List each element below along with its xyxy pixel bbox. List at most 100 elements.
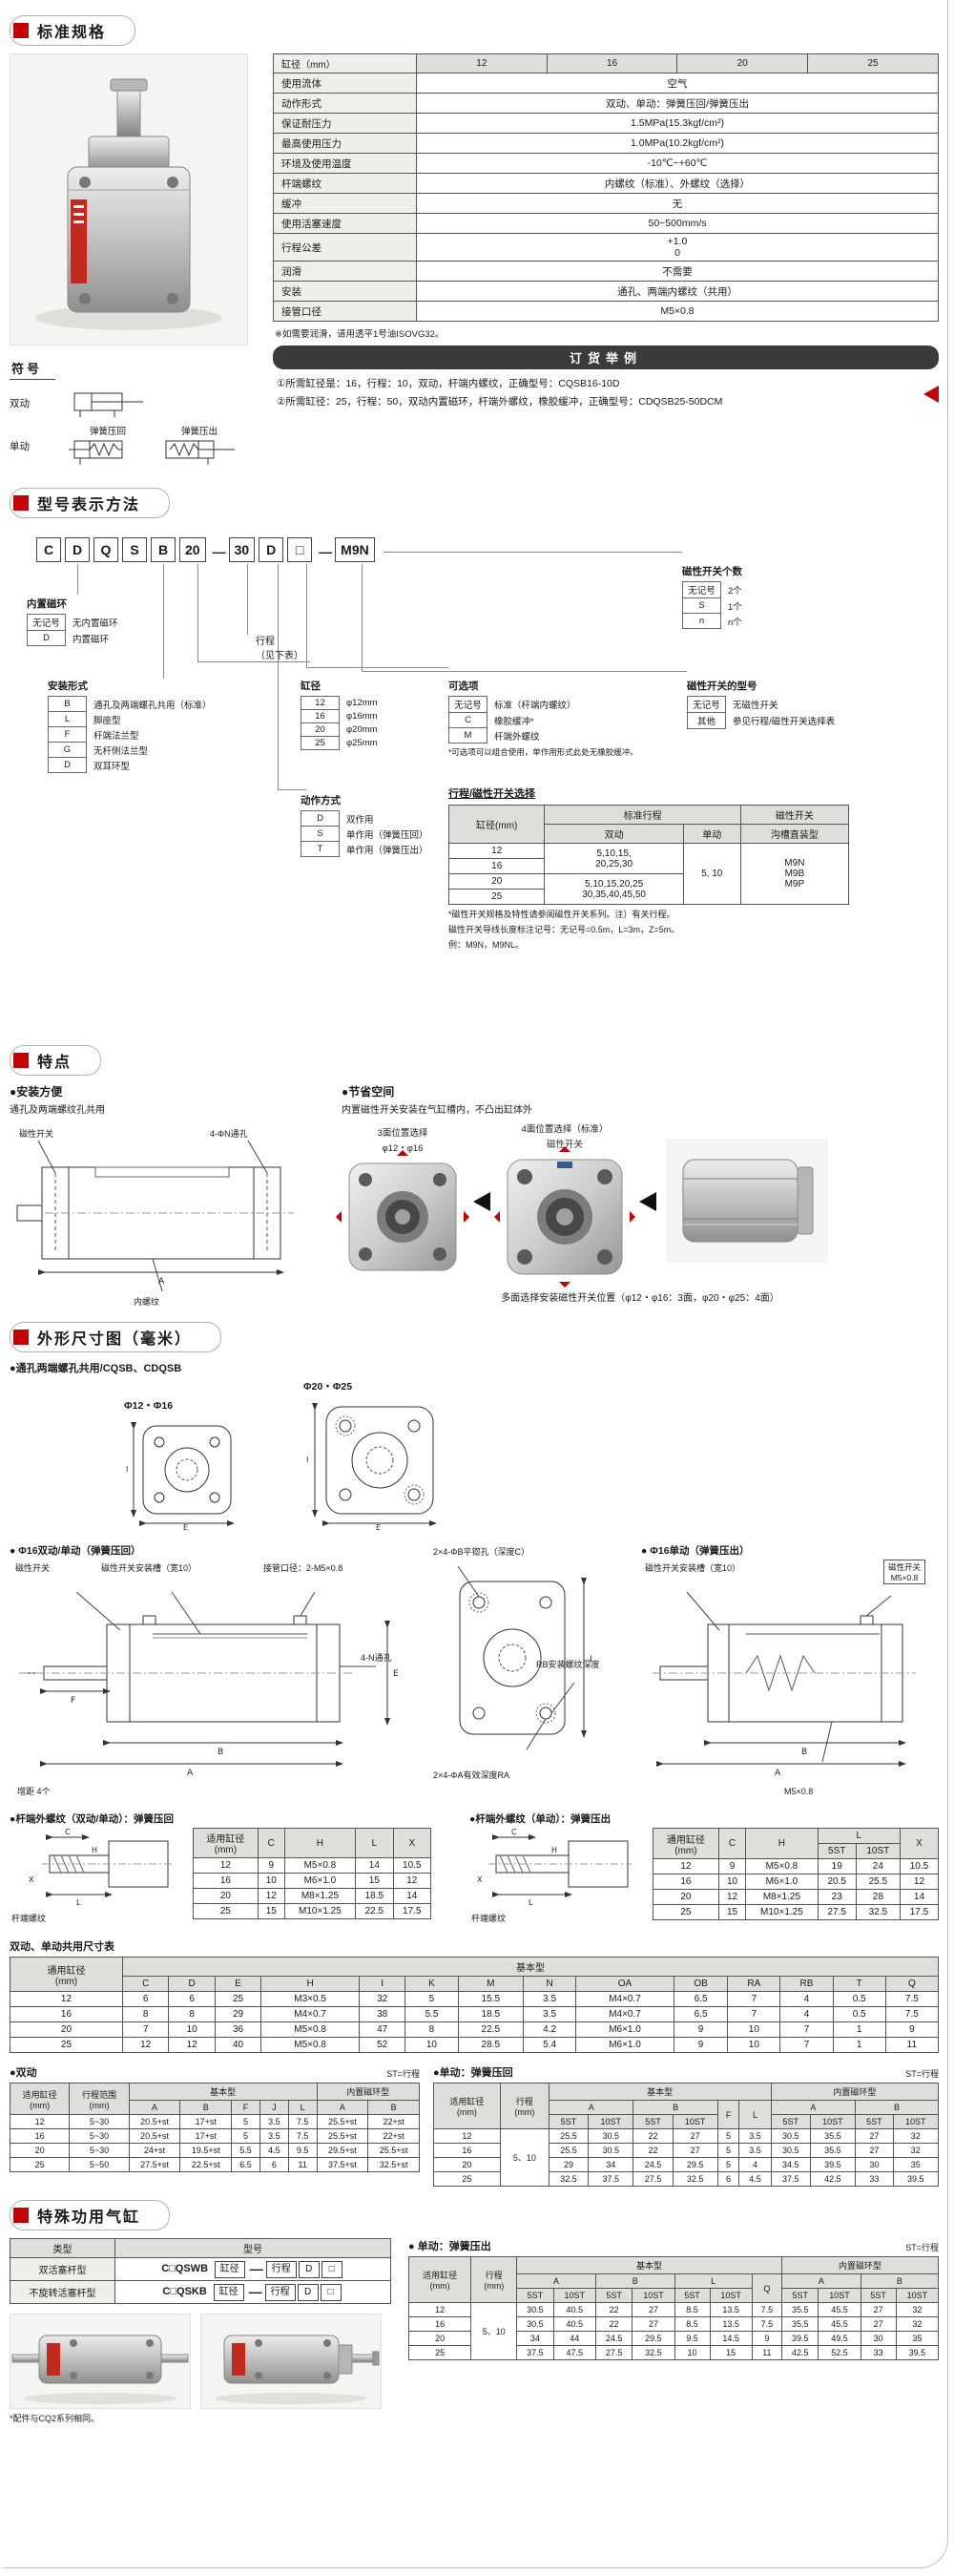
table-cell: 11: [884, 2037, 940, 2053]
table-cell: 34.5: [770, 2157, 811, 2172]
table-cell: M5×0.8: [260, 2037, 360, 2053]
table-cell: 5、10: [470, 2302, 518, 2360]
push-table-title: ● 单动：弹簧压出: [408, 2241, 491, 2252]
ordering-example-1: ①所需缸径是：16，行程：10，双动，杆端内螺纹，正确型号：CQSB16-10D: [277, 378, 620, 389]
table-header-cell: 25: [807, 53, 939, 73]
table-cell: 14: [355, 1857, 394, 1874]
table-cell: D: [27, 630, 66, 646]
table-header-cell: F: [231, 2100, 260, 2115]
table-cell: 14: [392, 1888, 432, 1904]
specs-row: 符号 双动 单动 弹簧压回: [10, 53, 939, 474]
red-arrow-icon: [559, 1141, 570, 1152]
table-cell: 17+st: [179, 2114, 233, 2129]
table-cell: 接管口径: [273, 301, 417, 322]
table-cell: 27: [632, 2316, 675, 2332]
special-title: 特殊功用气缸: [37, 2209, 141, 2226]
table-header-cell: L: [355, 1828, 394, 1858]
install-drawing: 磁性开关 4-ΦN通孔 内螺纹: [10, 1121, 315, 1309]
table-header-cell: 标准行程: [544, 805, 741, 825]
symbols-title: 符号: [10, 359, 56, 380]
black-arrow-icon: [473, 1192, 490, 1211]
special-photos: [10, 2314, 391, 2409]
type-name-cell: 不旋转活塞杆型: [10, 2280, 115, 2304]
table-cell: 25: [214, 1991, 262, 2007]
side-double-block: ● Φ16双动/单动（弹簧压回） 磁性开关 磁性开关安装槽（宽10） 接管口径：…: [10, 1543, 420, 1800]
symbol-label-return: 弹簧压回: [89, 427, 126, 437]
table-cell: 12: [168, 2037, 216, 2053]
red-arrow-icon: [488, 1211, 500, 1223]
table-cell: 1.0MPa(10.2kgf/cm²): [416, 133, 939, 154]
detail-drawing: 2×4-ΦB平锪孔（深度C） 2×4-ΦA有效深度RA RB安装螺纹深度: [431, 1543, 630, 1784]
table-cell: 32: [358, 1991, 406, 2007]
table-cell: 0.5: [832, 2006, 886, 2022]
table-cell: 16: [10, 2006, 123, 2022]
table-cell: 20: [653, 1889, 719, 1905]
feature-subtext: 通孔及两端螺纹孔共用: [10, 1105, 105, 1116]
table-header-cell: 内置磁环型: [770, 2083, 940, 2101]
table-cell: 5.4: [523, 2037, 577, 2053]
table-header-cell: 20: [676, 53, 809, 73]
table-cell: 4.5: [738, 2171, 772, 2187]
table-cell: 双耳环型: [93, 761, 131, 772]
table-cell: 12: [447, 843, 546, 859]
table-header-cell: 5ST: [860, 2288, 897, 2303]
table-cell: 27.5: [633, 2171, 674, 2187]
features-title: 特点: [37, 1055, 73, 1071]
table-header-cell: B: [855, 2100, 939, 2115]
table-header-cell: A: [316, 2100, 369, 2115]
table-cell: M5×0.8: [283, 1857, 357, 1874]
product-label: [71, 199, 87, 283]
model-code-box: 30: [228, 537, 256, 562]
face-large-label: Φ20・Φ25: [303, 1381, 353, 1393]
table-header-cell: A: [128, 2100, 181, 2115]
photo-4face: 4面位置选择（标准） 磁性开关: [494, 1121, 635, 1288]
svg-text:I: I: [306, 1456, 308, 1464]
table-cell: 30.5: [516, 2316, 554, 2332]
feature-subtext: 内置磁性开关安装在气缸槽内，不凸出缸体外: [342, 1105, 532, 1116]
face-large-block: Φ20・Φ25 E I: [303, 1379, 456, 1534]
table-cell: 12: [193, 1857, 259, 1874]
face-small-block: Φ12・Φ16 E I: [124, 1398, 246, 1534]
table-cell: 16: [447, 858, 546, 874]
table-row: 动作形式双动、单动：弹簧压回/弹簧压出: [273, 93, 939, 114]
table-cell: G: [48, 742, 87, 758]
callout-holes: 4-ΦN通孔: [210, 1129, 248, 1139]
table-cell: 10: [404, 2037, 459, 2053]
table-cell: 20.5+st: [128, 2114, 181, 2129]
table-cell: B: [48, 696, 87, 712]
table-header-cell: OA: [575, 1976, 674, 1992]
table-cell: 30.5: [588, 2143, 634, 2158]
table-cell: 27: [672, 2143, 718, 2158]
table-header-cell: 5ST: [674, 2288, 711, 2303]
table-cell: 3.5: [259, 2128, 289, 2144]
svg-text:E: E: [376, 1523, 381, 1531]
rod-thread-art: C L H X: [29, 1828, 172, 1907]
symbol-double-acting: 双动: [10, 387, 259, 418]
table-cell: 25.5: [548, 2143, 590, 2158]
table-cell: 3.5: [523, 2006, 577, 2022]
anno-title: 磁性开关个数: [682, 566, 742, 577]
table-cell: 37.5: [516, 2345, 554, 2360]
specs-left-column: 符号 双动 单动 弹簧压回: [10, 53, 259, 474]
table-header-cell: 基本型: [128, 2083, 318, 2101]
table-cell: 20: [10, 2021, 123, 2038]
table-header-cell: OB: [673, 1976, 729, 1992]
table-header-cell: B: [179, 2100, 233, 2115]
table-cell: 29.5: [632, 2331, 675, 2346]
table-cell: 无记号: [448, 696, 487, 713]
table-cell: 杆端外螺纹: [494, 731, 540, 743]
table-cell: 4: [738, 2157, 772, 2172]
table-header-cell: F: [716, 2100, 740, 2129]
spring-extend-symbol-icon: [165, 440, 235, 465]
red-arrow-icon: [397, 1144, 408, 1156]
section-features: 特点 ●安装方便 通孔及两端螺纹孔共用 磁性开关 4-ΦN通孔 内螺纹: [10, 1045, 939, 1309]
side-single-art: B A: [653, 1591, 916, 1778]
table-cell: 6.5: [673, 1991, 729, 2007]
